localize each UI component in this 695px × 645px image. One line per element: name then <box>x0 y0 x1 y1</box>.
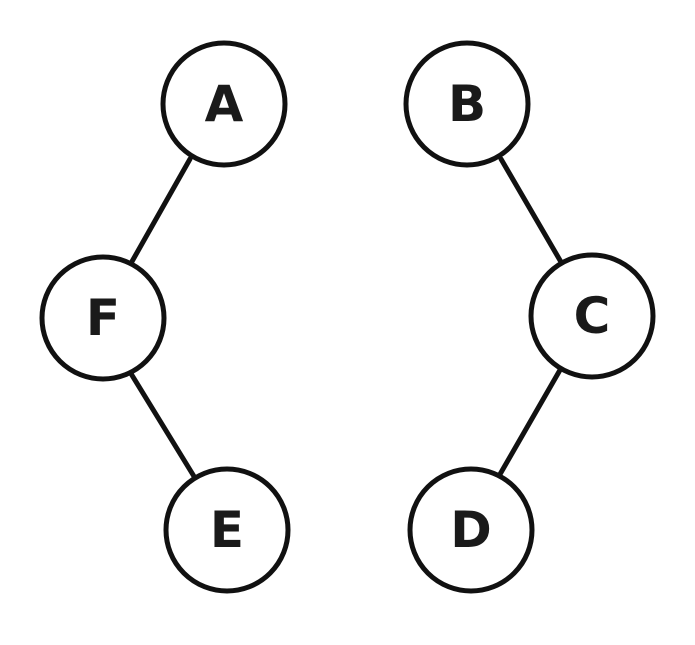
edges <box>127 156 564 481</box>
edge-a-f <box>127 156 193 268</box>
node-f-label: F <box>86 289 120 347</box>
node-c-label: C <box>574 287 611 345</box>
node-f: F <box>39 254 167 382</box>
edge-f-e <box>127 369 198 481</box>
edge-c-d <box>496 367 563 479</box>
node-b: B <box>403 40 531 168</box>
node-e-label: E <box>210 501 244 559</box>
node-a: A <box>160 40 288 168</box>
node-b-label: B <box>448 75 486 133</box>
node-a-label: A <box>205 75 244 133</box>
node-d-label: D <box>450 501 492 559</box>
node-e: E <box>163 466 291 594</box>
node-c: C <box>528 252 656 380</box>
edge-b-c <box>498 156 564 265</box>
node-d: D <box>407 466 535 594</box>
